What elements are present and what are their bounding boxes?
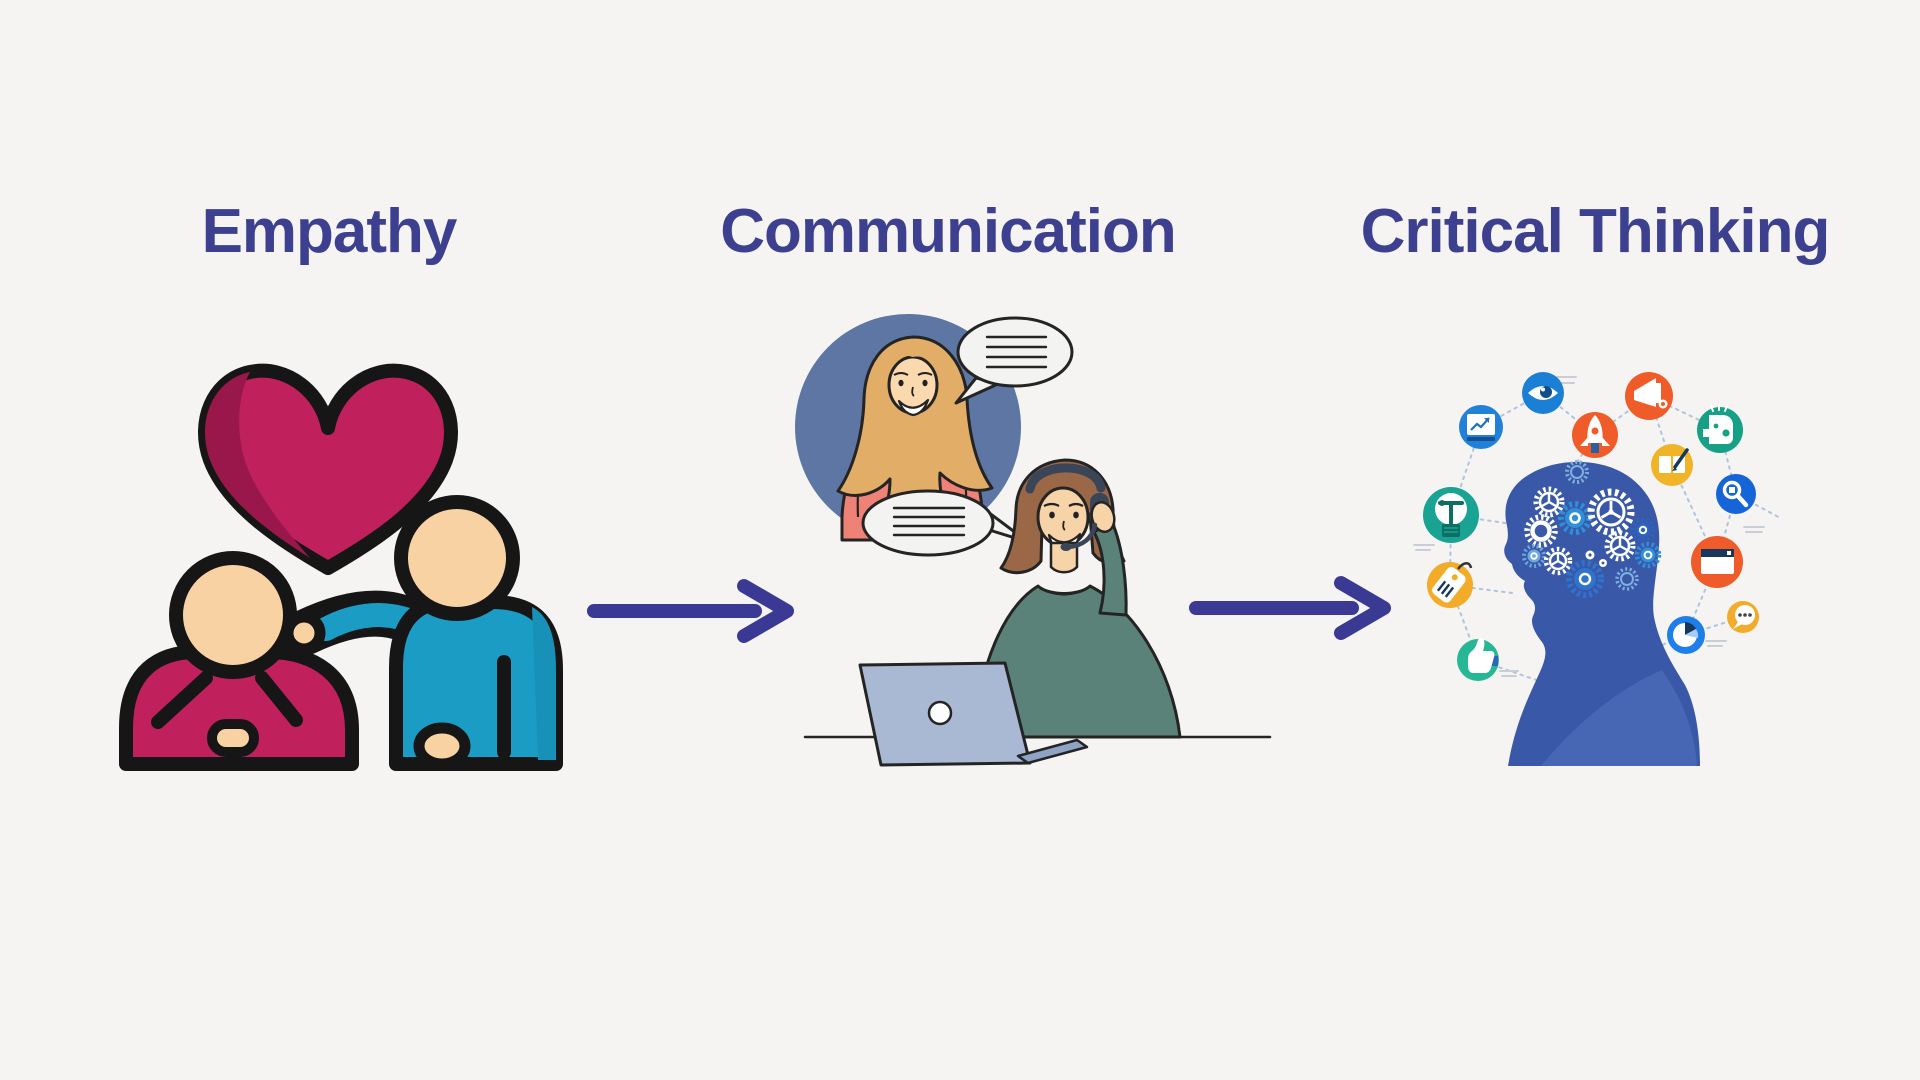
headset-band [1025,463,1106,494]
head-silhouette [1504,461,1700,766]
rocket-icon [1572,412,1618,458]
gear-icon [1543,546,1573,576]
growth-chart-icon [1459,405,1503,449]
heart-icon [198,363,458,575]
flow-arrow-icon [587,579,794,643]
person-comforted [119,551,359,771]
flow-arrow-icon [1189,576,1391,640]
gear-icon [1615,567,1639,591]
person-supporting [282,495,563,771]
gear-icon [1630,517,1656,543]
gear-icon [1585,550,1595,560]
gear-icon [1565,460,1589,484]
title-communication: Communication [720,197,1176,266]
magnifier-icon [1716,474,1756,514]
gear-icon [1604,530,1636,562]
robot-icon [1697,404,1743,453]
speech-bubble-top [954,316,1074,405]
title-critical-thinking: Critical Thinking [1360,197,1831,266]
pie-chart-icon [1667,616,1705,654]
chat-dots-icon [1727,601,1759,633]
headset-agent [972,458,1182,739]
gear-icon [1533,486,1565,518]
laptop-icon [858,661,1089,767]
gear-icon [1524,514,1558,548]
lightbulb-icon [1423,487,1479,543]
notebook-pencil-icon [1651,444,1693,486]
gear-icon [1587,488,1635,536]
title-empathy: Empathy [201,197,458,266]
gear-icon [1522,544,1546,568]
empathy-illustration [119,363,563,771]
price-tag-icon [1427,562,1473,608]
critical-thinking-illustration [1413,372,1783,766]
gear-icon [1566,560,1604,598]
gear-icon [1599,559,1607,567]
speech-bubble-bottom [861,489,1030,557]
gear-icon [1634,541,1662,569]
brain-gears [1522,460,1662,598]
thumbs-up-icon [1457,637,1499,681]
browser-window-icon [1691,536,1743,588]
eye-icon [1522,372,1564,414]
megaphone-icon [1625,372,1673,420]
communication-illustration [795,314,1272,767]
